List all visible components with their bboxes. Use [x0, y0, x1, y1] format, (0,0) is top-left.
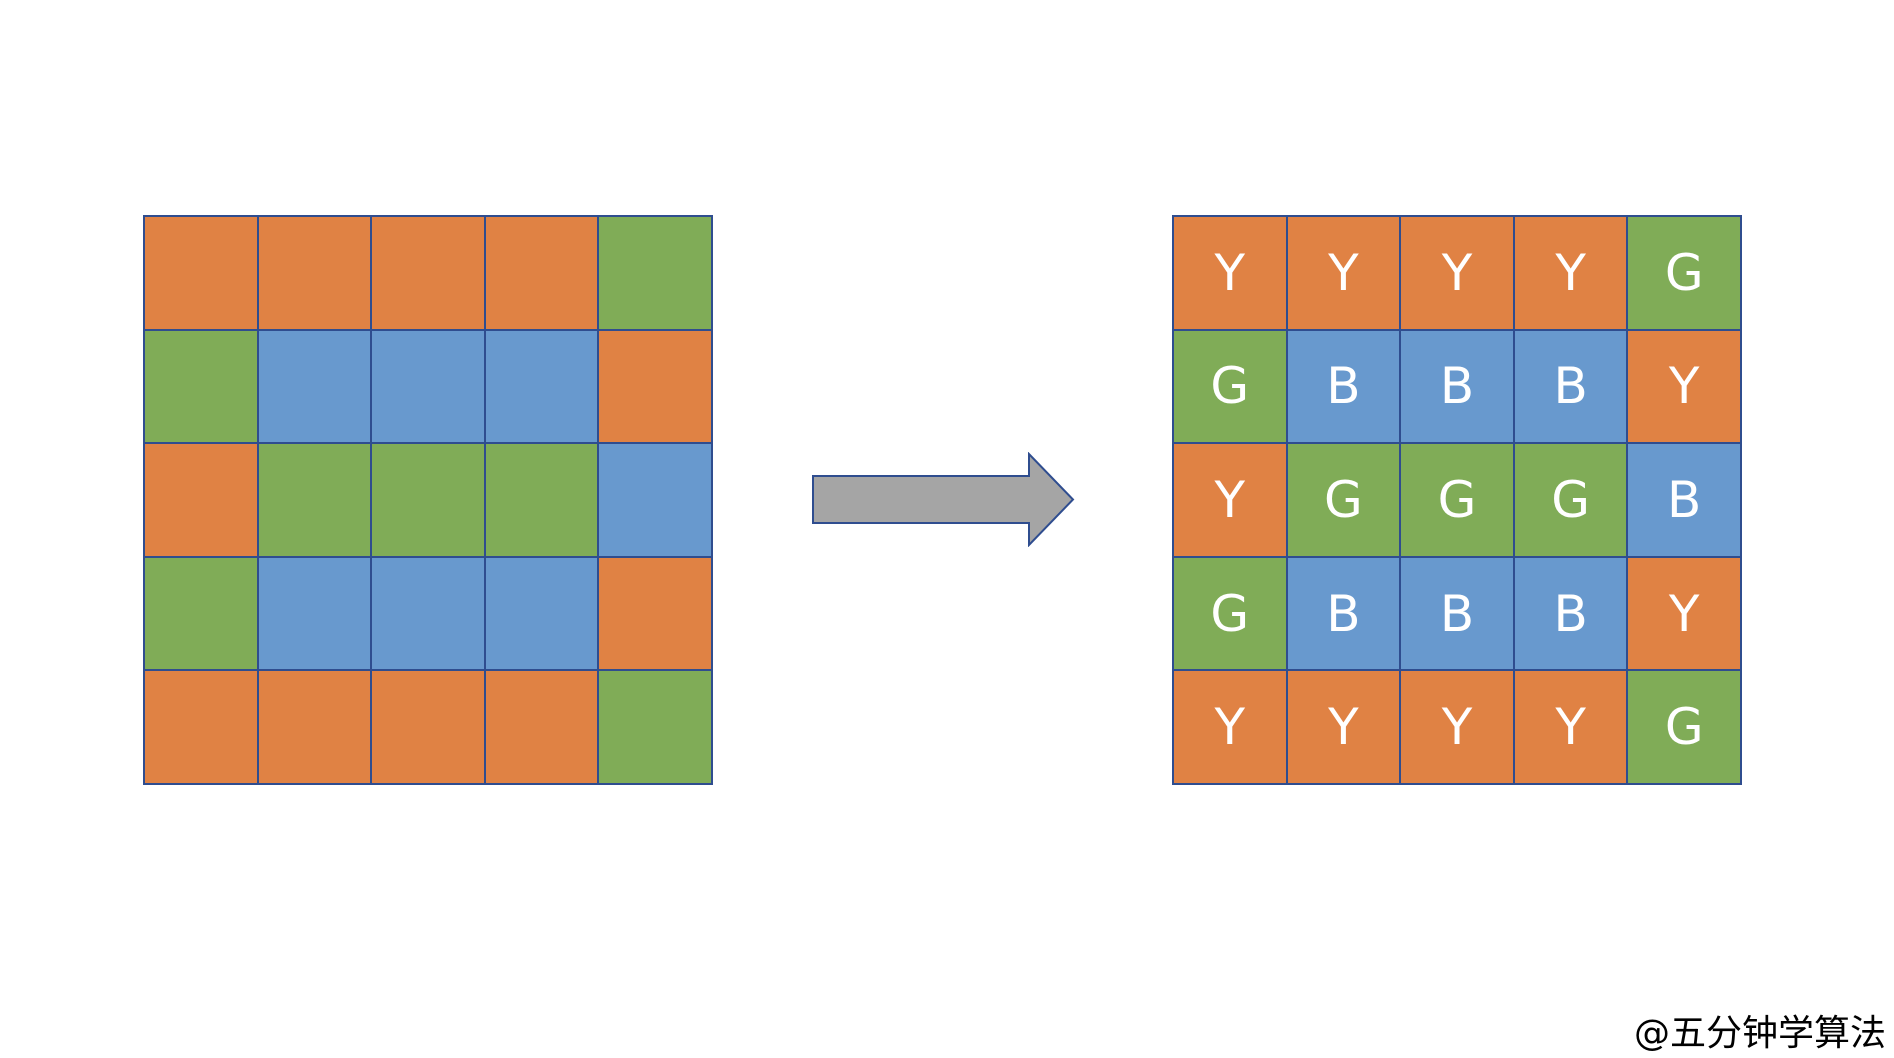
color-cell-3-0: [144, 556, 258, 671]
input-color-grid: [143, 215, 713, 785]
color-cell-4-0: [144, 670, 258, 784]
color-cell-0-3: [484, 216, 599, 330]
labeled-cell-4-3: Y: [1513, 670, 1628, 784]
color-cell-1-4: [598, 329, 712, 444]
watermark: @五分钟学算法: [1633, 1013, 1886, 1054]
labeled-cell-1-3: B: [1513, 329, 1628, 444]
color-cell-3-3: [484, 556, 599, 671]
labeled-cell-3-2: B: [1400, 556, 1514, 671]
labeled-cell-1-4: Y: [1627, 329, 1741, 444]
labeled-cell-3-3: B: [1513, 556, 1628, 671]
labeled-cell-3-1: B: [1286, 556, 1401, 671]
color-cell-2-1: [257, 443, 372, 557]
right-arrow-icon: [812, 452, 1075, 547]
color-cell-2-0: [144, 443, 258, 557]
labeled-cell-4-0: Y: [1173, 670, 1287, 784]
labeled-cell-0-2: Y: [1400, 216, 1514, 330]
labeled-cell-2-2: G: [1400, 443, 1514, 557]
color-cell-0-2: [371, 216, 485, 330]
color-cell-3-2: [371, 556, 485, 671]
labeled-cell-4-4: G: [1627, 670, 1741, 784]
color-cell-1-1: [257, 329, 372, 444]
labeled-cell-2-4: B: [1627, 443, 1741, 557]
color-cell-1-3: [484, 329, 599, 444]
labeled-cell-4-1: Y: [1286, 670, 1401, 784]
color-cell-0-4: [598, 216, 712, 330]
color-cell-2-3: [484, 443, 599, 557]
labeled-cell-0-0: Y: [1173, 216, 1287, 330]
color-cell-0-1: [257, 216, 372, 330]
color-cell-2-4: [598, 443, 712, 557]
labeled-cell-3-4: Y: [1627, 556, 1741, 671]
labeled-cell-0-4: G: [1627, 216, 1741, 330]
color-cell-4-3: [484, 670, 599, 784]
labeled-cell-2-0: Y: [1173, 443, 1287, 557]
labeled-cell-4-2: Y: [1400, 670, 1514, 784]
labeled-cell-0-3: Y: [1513, 216, 1628, 330]
color-cell-4-1: [257, 670, 372, 784]
labeled-cell-1-2: B: [1400, 329, 1514, 444]
labeled-cell-1-0: G: [1173, 329, 1287, 444]
color-cell-4-4: [598, 670, 712, 784]
arrow-shape: [812, 452, 1075, 547]
color-cell-1-0: [144, 329, 258, 444]
labeled-cell-1-1: B: [1286, 329, 1401, 444]
color-cell-1-2: [371, 329, 485, 444]
labeled-cell-2-3: G: [1513, 443, 1628, 557]
color-cell-0-0: [144, 216, 258, 330]
color-cell-3-4: [598, 556, 712, 671]
color-cell-3-1: [257, 556, 372, 671]
color-cell-2-2: [371, 443, 485, 557]
labeled-cell-2-1: G: [1286, 443, 1401, 557]
labeled-cell-0-1: Y: [1286, 216, 1401, 330]
labeled-cell-3-0: G: [1173, 556, 1287, 671]
color-cell-4-2: [371, 670, 485, 784]
